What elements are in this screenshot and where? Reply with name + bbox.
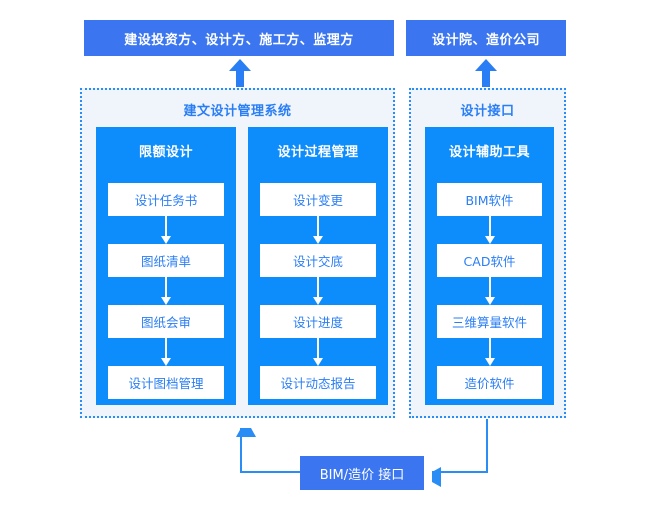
panel-title-design-interface: 设计接口 <box>460 104 515 119</box>
list-item[interactable]: 图纸清单 <box>108 244 224 277</box>
list-item[interactable]: 造价软件 <box>437 366 542 399</box>
arrow-shaft <box>482 69 490 87</box>
arrow-down-icon <box>313 216 323 244</box>
column-title-design-support-tools: 设计辅助工具 <box>448 145 530 160</box>
column-design-support-tools: 设计辅助工具 BIM软件 CAD软件 三维算量软件 造价软件 <box>425 127 554 405</box>
connector-right-vertical <box>486 419 488 472</box>
arrow-down-icon <box>313 338 323 366</box>
list-item[interactable]: 设计图档管理 <box>108 366 224 399</box>
stakeholder-bar-owners: 建设投资方、设计方、施工方、监理方 <box>84 20 394 56</box>
arrow-up-icon-right <box>475 59 497 87</box>
list-item[interactable]: 设计动态报告 <box>260 366 376 399</box>
stakeholder-bar-owners-label: 建设投资方、设计方、施工方、监理方 <box>124 32 354 48</box>
arrow-left-icon <box>423 467 441 487</box>
arrow-up-icon-left <box>229 59 251 87</box>
arrow-down-icon <box>313 277 323 305</box>
arrow-down-icon <box>161 338 171 366</box>
connector-left-vertical <box>240 428 242 473</box>
panel-title-design-management-system: 建文设计管理系统 <box>183 104 292 119</box>
list-item[interactable]: 设计任务书 <box>108 183 224 216</box>
list-item[interactable]: 三维算量软件 <box>437 305 542 338</box>
interface-box-label: BIM/造价 接口 <box>319 467 405 483</box>
stakeholder-bar-design-institute-label: 设计院、造价公司 <box>431 32 540 48</box>
arrow-up-icon-feedback <box>236 419 256 437</box>
arrow-down-icon <box>484 216 495 244</box>
column-title-design-process-management: 设计过程管理 <box>277 145 359 160</box>
column-quota-design: 限额设计 设计任务书 图纸清单 图纸会审 设计图档管理 <box>96 127 236 405</box>
arrow-down-icon <box>484 277 495 305</box>
connector-left-horizontal <box>240 471 300 473</box>
interface-box-bim-cost[interactable]: BIM/造价 接口 <box>300 456 424 490</box>
panel-design-management-system: 建文设计管理系统 限额设计 设计任务书 图纸清单 图纸会审 设计图档管理 设计过… <box>80 88 395 418</box>
arrow-down-icon <box>161 277 171 305</box>
arrow-down-icon <box>161 216 171 244</box>
column-title-quota-design: 限额设计 <box>138 145 193 160</box>
panel-design-interface: 设计接口 设计辅助工具 BIM软件 CAD软件 三维算量软件 造价软件 <box>409 88 566 418</box>
arrow-head <box>475 59 497 71</box>
list-item[interactable]: 设计进度 <box>260 305 376 338</box>
list-item[interactable]: BIM软件 <box>437 183 542 216</box>
list-item[interactable]: 设计变更 <box>260 183 376 216</box>
list-item[interactable]: 图纸会审 <box>108 305 224 338</box>
column-design-process-management: 设计过程管理 设计变更 设计交底 设计进度 设计动态报告 <box>248 127 388 405</box>
arrow-down-icon <box>484 338 495 366</box>
stakeholder-bar-design-institute: 设计院、造价公司 <box>406 20 566 56</box>
connector-right-horizontal <box>432 471 488 473</box>
arrow-head <box>229 59 251 71</box>
list-item[interactable]: 设计交底 <box>260 244 376 277</box>
arrow-shaft <box>236 69 244 87</box>
list-item[interactable]: CAD软件 <box>437 244 542 277</box>
